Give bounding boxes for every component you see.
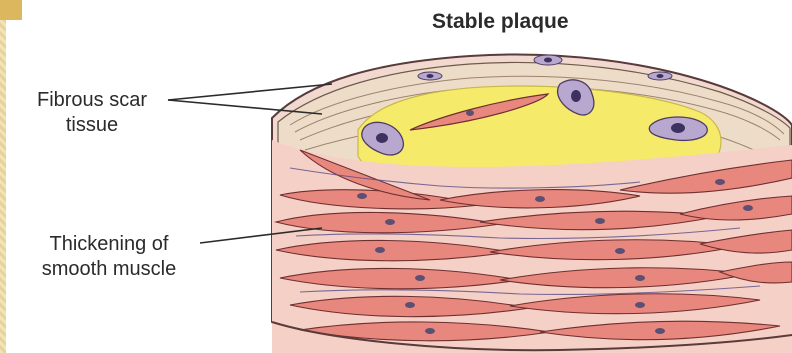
diagram-title: Stable plaque <box>432 10 569 34</box>
label-fibrous-line1: Fibrous scar <box>8 88 176 113</box>
label-muscle-line1: Thickening of <box>14 232 204 257</box>
label-smooth-muscle: Thickening of smooth muscle <box>14 232 204 282</box>
label-muscle-line2: smooth muscle <box>14 257 204 282</box>
label-fibrous-line2: tissue <box>8 113 176 138</box>
smooth-muscle-layer <box>272 140 792 353</box>
label-fibrous-scar-tissue: Fibrous scar tissue <box>8 88 176 138</box>
